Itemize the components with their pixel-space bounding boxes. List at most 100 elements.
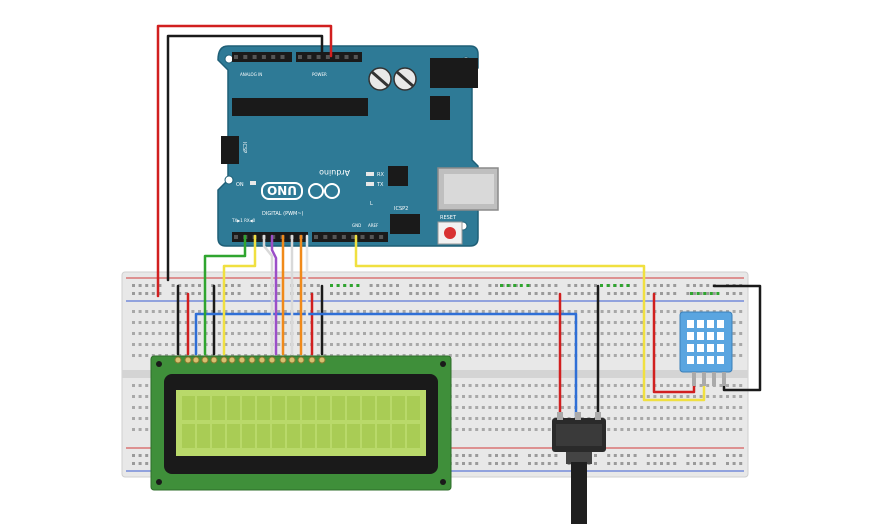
breadboard-hole <box>495 462 498 465</box>
breadboard-hole <box>468 406 472 409</box>
breadboard-hole <box>514 343 518 346</box>
breadboard-hole <box>660 462 663 465</box>
breadboard-hole <box>686 384 690 387</box>
breadboard-hole <box>343 321 347 324</box>
breadboard-hole <box>422 284 426 287</box>
breadboard-hole <box>719 384 723 387</box>
breadboard-hole <box>627 395 630 398</box>
header-pin <box>234 235 238 239</box>
breadboard-hole <box>145 454 149 457</box>
breadboard-hole <box>231 321 234 324</box>
breadboard-hole <box>448 292 452 295</box>
breadboard-hole <box>211 284 215 287</box>
breadboard-hole <box>198 310 201 313</box>
breadboard-hole <box>171 310 175 313</box>
lcd-char-cell <box>347 396 360 420</box>
breadboard-hole <box>528 384 531 387</box>
breadboard-hole <box>712 292 716 295</box>
breadboard-hole <box>488 310 492 313</box>
breadboard-hole <box>442 332 446 335</box>
breadboard-hole <box>514 310 518 313</box>
breadboard-hole <box>600 332 604 335</box>
breadboard-hole <box>561 321 564 324</box>
breadboard-hole <box>666 292 670 295</box>
breadboard-hole-active <box>513 284 517 287</box>
breadboard-hole <box>706 462 710 465</box>
breadboard-hole <box>541 454 545 457</box>
led-tx <box>366 182 374 186</box>
breadboard-hole <box>666 406 670 409</box>
breadboard-hole <box>448 284 452 287</box>
pot-shaft[interactable] <box>571 462 587 524</box>
breadboard-hole <box>264 321 267 324</box>
wire-d5-purple <box>270 234 278 356</box>
breadboard-hole <box>686 284 690 287</box>
breadboard-hole <box>217 321 221 324</box>
breadboard-hole <box>455 406 459 409</box>
breadboard-hole <box>396 292 399 295</box>
wire-5v-red <box>156 24 333 298</box>
breadboard-hole <box>475 332 479 335</box>
breadboard-hole <box>396 321 399 324</box>
breadboard-hole-active <box>696 292 700 295</box>
breadboard-hole <box>666 310 670 313</box>
breadboard-hole <box>429 310 432 313</box>
breadboard-hole <box>145 428 149 431</box>
breadboard-hole <box>495 284 498 287</box>
breadboard-hole <box>693 462 696 465</box>
breadboard-hole <box>158 332 162 335</box>
dht-vent <box>717 356 724 364</box>
breadboard-hole <box>264 292 267 295</box>
breadboard-hole <box>640 395 644 398</box>
wire-gnd-black <box>166 34 324 282</box>
breadboard-hole <box>693 454 696 457</box>
lcd-char-cell <box>362 396 375 420</box>
breadboard-hole <box>171 292 175 295</box>
breadboard-hole <box>653 428 657 431</box>
dht-vent <box>717 332 724 340</box>
breadboard-hole <box>726 406 729 409</box>
breadboard-hole <box>534 321 538 324</box>
breadboard-hole <box>389 321 393 324</box>
breadboard-hole <box>138 417 142 420</box>
breadboard-hole <box>257 332 261 335</box>
breadboard-hole <box>712 462 716 465</box>
breadboard-hole <box>224 292 228 295</box>
breadboard-hole <box>158 284 162 287</box>
breadboard-hole <box>376 310 380 313</box>
breadboard-hole <box>132 395 135 398</box>
breadboard-hole <box>587 395 591 398</box>
breadboard-hole <box>580 292 584 295</box>
breadboard-hole <box>415 310 419 313</box>
breadboard-hole <box>514 321 518 324</box>
breadboard-hole <box>257 284 261 287</box>
breadboard-hole <box>138 343 142 346</box>
breadboard-hole <box>501 417 505 420</box>
breadboard-hole <box>257 310 261 313</box>
breadboard-hole <box>554 354 558 357</box>
breadboard-hole <box>191 321 195 324</box>
wire-e-yellow <box>222 234 257 356</box>
breadboard-hole <box>323 310 327 313</box>
breadboard-hole <box>171 321 175 324</box>
breadboard-hole <box>211 310 215 313</box>
breadboard-hole <box>349 343 353 346</box>
breadboard-hole <box>475 284 479 287</box>
breadboard-hole <box>250 310 254 313</box>
dht-vent <box>687 344 694 352</box>
breadboard-hole <box>402 343 406 346</box>
breadboard-hole <box>475 462 479 465</box>
breadboard-hole <box>547 292 551 295</box>
breadboard-hole <box>277 284 281 287</box>
breadboard-hole <box>336 343 340 346</box>
breadboard-hole <box>706 292 710 295</box>
breadboard-hole <box>145 343 149 346</box>
breadboard-hole <box>488 332 492 335</box>
breadboard-hole <box>514 395 518 398</box>
breadboard-hole <box>475 395 479 398</box>
breadboard-hole <box>382 332 386 335</box>
breadboard-hole <box>580 310 584 313</box>
breadboard-hole <box>739 384 743 387</box>
breadboard-hole <box>508 406 512 409</box>
